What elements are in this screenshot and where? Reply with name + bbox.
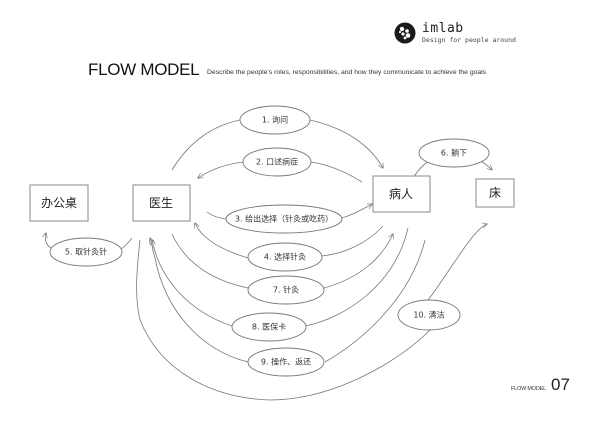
imlab-logo-icon bbox=[394, 22, 416, 44]
flow-bubble-3: 3. 给出选择（针灸或吃药） bbox=[225, 204, 343, 234]
flow-bubble-10: 10. 清洁 bbox=[397, 299, 461, 331]
flow-bubble-2: 2. 口述病症 bbox=[242, 147, 312, 177]
node-bed-label: 床 bbox=[489, 186, 501, 200]
brand-name: imlab bbox=[422, 21, 464, 37]
brand-logo: imlab Design for people around bbox=[394, 22, 516, 44]
flow-bubble-8: 8. 医保卡 bbox=[231, 312, 307, 342]
flow-bubble-5: 5. 取针灸针 bbox=[49, 237, 123, 267]
flow-bubble-1: 1. 询问 bbox=[239, 105, 311, 135]
flow-edge-4 bbox=[195, 223, 384, 259]
flow-label-2: 2. 口述病症 bbox=[256, 157, 298, 167]
page-footer: FLOW MODEL 07 bbox=[511, 375, 570, 395]
flow-edge-9 bbox=[324, 239, 426, 363]
node-patient-label: 病人 bbox=[389, 186, 413, 201]
flow-label-6: 6. 躺下 bbox=[441, 148, 467, 158]
brand-tagline: Design for people around bbox=[422, 36, 516, 45]
node-desk: 办公桌 bbox=[29, 184, 89, 222]
flow-label-4: 4. 选择针灸 bbox=[264, 252, 306, 262]
flow-edge-7 bbox=[171, 234, 393, 289]
flow-edge-1 bbox=[171, 119, 383, 170]
flow-label-9: 9. 操作、返还 bbox=[261, 357, 311, 367]
flow-label-3: 3. 给出选择（针灸或吃药） bbox=[235, 214, 333, 224]
flow-bubble-6: 6. 躺下 bbox=[418, 138, 490, 168]
flow-edge-3 bbox=[206, 204, 372, 220]
node-desk-label: 办公桌 bbox=[41, 195, 77, 210]
flow-label-10: 10. 清洁 bbox=[413, 310, 444, 320]
footer-section-label: FLOW MODEL bbox=[511, 386, 546, 392]
node-patient: 病人 bbox=[372, 175, 431, 213]
flow-label-1: 1. 询问 bbox=[262, 115, 288, 125]
flow-label-8: 8. 医保卡 bbox=[252, 322, 286, 332]
flow-bubble-7: 7. 针灸 bbox=[247, 275, 325, 305]
flow-bubble-9: 9. 操作、返还 bbox=[247, 347, 325, 377]
page-title: FLOW MODEL bbox=[88, 60, 200, 79]
flow-edge-2 bbox=[198, 161, 363, 182]
flow-label-5: 5. 取针灸针 bbox=[65, 247, 107, 257]
node-doctor: 医生 bbox=[132, 184, 191, 222]
node-bed: 床 bbox=[475, 178, 515, 208]
flow-edge-8 bbox=[152, 227, 409, 327]
flow-edge-10 bbox=[427, 224, 487, 301]
flow-label-7: 7. 针灸 bbox=[273, 285, 299, 295]
flow-edge-10b bbox=[136, 239, 431, 401]
page-subtitle: Describe the people’s roles, responsibil… bbox=[207, 69, 487, 76]
node-doctor-label: 医生 bbox=[149, 196, 173, 210]
page-number: 07 bbox=[550, 375, 570, 394]
flow-bubble-4: 4. 选择针灸 bbox=[247, 242, 323, 272]
flow-edge-9b bbox=[150, 238, 249, 363]
